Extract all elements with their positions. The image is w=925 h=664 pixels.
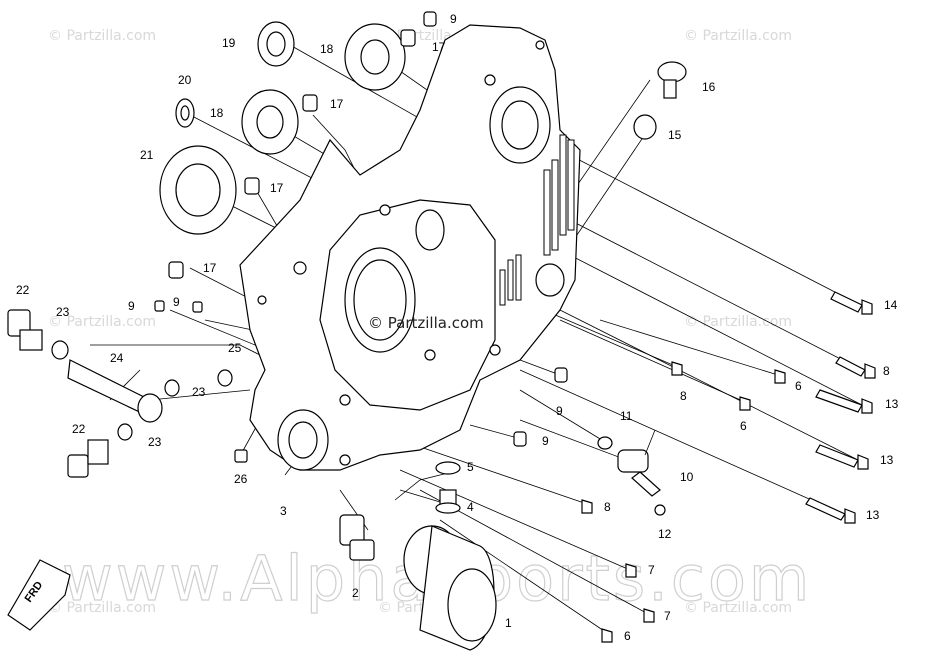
callout-11: 11 (620, 409, 633, 423)
watermark-partzilla: © Partzilla.com (48, 314, 156, 330)
callout-19: 19 (222, 36, 236, 50)
callout-24: 24 (110, 351, 124, 365)
callout-9: 9 (173, 295, 180, 309)
callout-labels: 1 2 3 4 5 6 6 6 7 7 8 8 8 9 9 9 9 9 10 1… (16, 12, 899, 643)
oring-15 (633, 114, 657, 140)
callout-13: 13 (885, 397, 899, 411)
callout-9: 9 (128, 299, 135, 313)
callout-22: 22 (16, 283, 30, 297)
callout-9: 9 (556, 404, 563, 418)
callout-6: 6 (624, 629, 631, 643)
bearing-18-lower (241, 89, 299, 155)
callout-6: 6 (740, 419, 747, 433)
seal-20 (175, 98, 195, 128)
filler-cap-16 (657, 61, 687, 99)
bearing-18-upper (344, 23, 406, 91)
callout-8: 8 (680, 389, 687, 403)
callout-8: 8 (604, 500, 611, 514)
watermark-partzilla: © Partzilla.com (48, 28, 156, 44)
watermark-partzilla: © Partzilla.com (48, 600, 156, 616)
callout-25: 25 (228, 341, 242, 355)
callout-17: 17 (330, 97, 344, 111)
filter-fitting-2 (339, 514, 375, 561)
drain-plug (435, 461, 461, 514)
sensor-assembly (597, 429, 666, 516)
callout-8: 8 (883, 364, 890, 378)
callout-22: 22 (72, 422, 86, 436)
callout-4: 4 (467, 500, 474, 514)
callout-26: 26 (234, 472, 248, 486)
bolts (581, 291, 876, 643)
callout-15: 15 (668, 128, 682, 142)
callout-20: 20 (178, 73, 192, 87)
callout-1: 1 (505, 616, 512, 630)
watermark-partzilla-center: © Partzilla.com (368, 314, 484, 332)
bearing-21 (159, 145, 237, 235)
callout-5: 5 (467, 460, 474, 474)
callout-7: 7 (664, 609, 671, 623)
watermark-partzilla: © Partzilla.com (684, 314, 792, 330)
dowel-pins (154, 11, 568, 447)
bearing-19 (257, 21, 295, 67)
callout-2: 2 (352, 586, 359, 600)
bearings (159, 21, 406, 235)
callout-23: 23 (148, 435, 162, 449)
callout-23: 23 (56, 305, 70, 319)
watermark-partzilla: © Partzilla.com (684, 600, 792, 616)
callout-23: 23 (192, 385, 206, 399)
callout-9: 9 (450, 12, 457, 26)
callout-14: 14 (884, 298, 898, 312)
oil-filter-1 (403, 525, 497, 651)
callout-9: 9 (542, 434, 549, 448)
left-fittings (7, 309, 248, 478)
callout-7: 7 (648, 563, 655, 577)
callout-13: 13 (880, 453, 894, 467)
callout-3: 3 (280, 504, 287, 518)
callout-16: 16 (702, 80, 716, 94)
callout-18: 18 (320, 42, 334, 56)
watermark-partzilla: © Partzilla.com (684, 28, 792, 44)
callout-21: 21 (140, 148, 154, 162)
callout-12: 12 (658, 527, 672, 541)
forward-direction-arrow: FRD (7, 559, 71, 631)
crankcase-half (239, 24, 581, 471)
callout-17: 17 (270, 181, 284, 195)
callout-13: 13 (866, 508, 880, 522)
callout-17: 17 (432, 40, 446, 54)
callout-18: 18 (210, 106, 224, 120)
callout-6: 6 (795, 379, 802, 393)
callout-17: 17 (203, 261, 217, 275)
callout-10: 10 (680, 470, 694, 484)
